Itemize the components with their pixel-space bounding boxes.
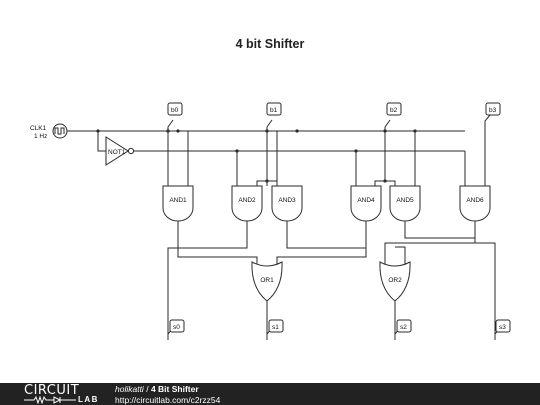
and-gate-5[interactable]: AND5 (389, 185, 421, 222)
input-b2[interactable]: b2 (386, 102, 402, 116)
footer-bar: CIRCUIT LAB holikatti / 4 Bit Shifter ht… (0, 383, 540, 405)
not-gate[interactable]: NOT1 (97, 131, 135, 166)
clock-name-label: CLK1 (30, 125, 47, 132)
logo-top-text: CIRCUIT (24, 383, 80, 398)
output-s1-label: s1 (272, 324, 279, 331)
circuit-name: 4 Bit Shifter (150, 384, 199, 394)
circuit-symbol-icon (24, 396, 76, 404)
and-gate-1-label: AND1 (169, 197, 187, 204)
and-gate-1[interactable]: AND1 (162, 185, 194, 222)
junction-dot (166, 129, 170, 133)
input-b3-label: b3 (489, 107, 497, 114)
junction-dot (265, 129, 269, 133)
input-b0-label: b0 (171, 107, 179, 114)
and-gate-5-label: AND5 (396, 197, 414, 204)
output-s2[interactable]: s2 (394, 319, 412, 340)
output-s3[interactable]: s3 (494, 319, 511, 340)
and-gate-4[interactable]: AND4 (350, 185, 382, 222)
page-title: 4 bit Shifter (235, 37, 305, 51)
circuit-url-link[interactable]: http://circuitlab.com/c2rzz54 (115, 395, 221, 405)
not-gate-label: NOT1 (108, 149, 126, 156)
separator: / (146, 384, 149, 394)
or-gate-1-label: OR1 (260, 277, 274, 284)
circuitlab-logo[interactable]: CIRCUIT LAB (24, 383, 104, 405)
output-s2-label: s2 (400, 324, 407, 331)
output-s3-label: s3 (499, 324, 506, 331)
input-b0[interactable]: b0 (167, 102, 183, 116)
junction-dot (383, 129, 387, 133)
junction-dot (176, 129, 180, 133)
or-gate-2-label: OR2 (388, 277, 402, 284)
logo-bottom-text: LAB (78, 395, 99, 404)
junction-dot (383, 179, 387, 183)
author-line: holikatti / 4 Bit Shifter (115, 384, 199, 394)
circuit-schematic: CLK1 1 Hz NOT1 b0 b1 b2 (30, 102, 511, 340)
and-gate-3[interactable]: AND3 (271, 185, 303, 222)
clock-freq-label: 1 Hz (34, 133, 47, 140)
input-b1-label: b1 (270, 107, 278, 114)
clock-source[interactable]: CLK1 1 Hz (30, 123, 68, 140)
or-gate-2[interactable]: OR2 (379, 261, 411, 302)
and-gate-4-label: AND4 (357, 197, 375, 204)
input-b1[interactable]: b1 (266, 102, 282, 116)
and-gate-3-label: AND3 (278, 197, 296, 204)
output-s0[interactable]: s0 (167, 319, 185, 340)
output-s0-label: s0 (173, 324, 180, 331)
and-gate-6[interactable]: AND6 (459, 185, 491, 222)
or-gate-1[interactable]: OR1 (251, 261, 283, 302)
junction-dot (295, 129, 299, 133)
author-link[interactable]: holikatti (115, 384, 144, 394)
and-gate-2[interactable]: AND2 (231, 185, 263, 222)
input-b3[interactable]: b3 (485, 102, 501, 116)
and-gate-2-label: AND2 (238, 197, 256, 204)
and-gate-6-label: AND6 (466, 197, 484, 204)
output-s1[interactable]: s1 (266, 319, 284, 340)
input-b2-label: b2 (390, 107, 398, 114)
